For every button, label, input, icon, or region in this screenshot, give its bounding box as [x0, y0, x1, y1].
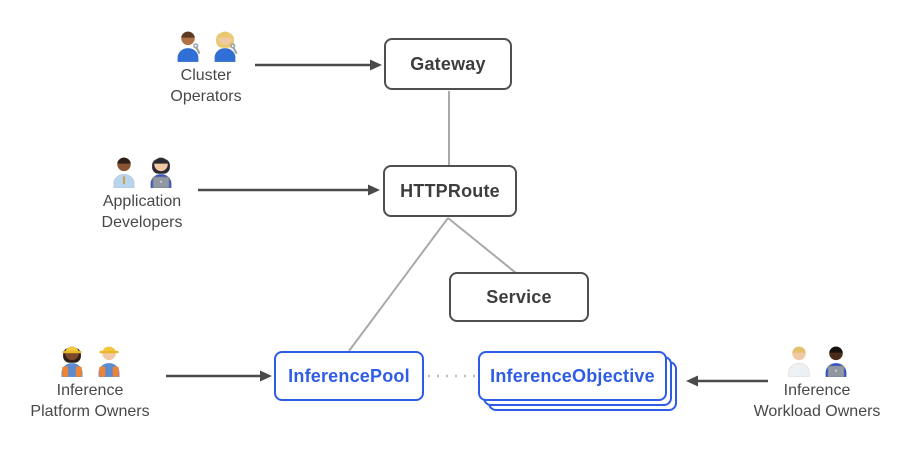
node-service: Service — [449, 272, 589, 322]
cluster-operators-icons — [126, 24, 286, 62]
edge-httproute-inferencepool — [348, 217, 449, 352]
person-technologist-icon — [821, 341, 851, 377]
edge-platformowners-inferencepool — [166, 370, 272, 382]
application-developers-label: Application Developers — [101, 193, 183, 231]
man-construction-worker-icon — [94, 341, 124, 377]
health-worker-icon — [784, 341, 814, 377]
node-httproute-label: HTTPRoute — [400, 180, 500, 201]
inference-platform-owners-label: Inference Platform Owners — [30, 382, 150, 420]
woman-technologist-icon — [146, 152, 176, 188]
actor-inference-platform-owners: Inference Platform Owners — [10, 339, 170, 422]
node-inference-pool-label: InferencePool — [288, 365, 410, 386]
node-gateway: Gateway — [384, 38, 512, 90]
edge-httproute-service — [447, 217, 517, 274]
inference-workload-owners-label: Inference Workload Owners — [753, 382, 881, 420]
woman-construction-worker-icon — [57, 341, 87, 377]
edge-workloadowners-inferenceobjective — [686, 375, 768, 387]
woman-mechanic-icon — [210, 26, 240, 62]
node-gateway-label: Gateway — [410, 53, 486, 74]
node-inference-objective: InferenceObjective — [478, 351, 677, 411]
man-office-worker-icon — [109, 152, 139, 188]
actor-application-developers: Application Developers — [62, 150, 222, 233]
node-service-label: Service — [486, 286, 552, 307]
application-developers-icons — [62, 150, 222, 188]
cluster-operators-label: Cluster Operators — [170, 67, 242, 105]
node-inference-pool: InferencePool — [274, 351, 424, 401]
edge-applicationdevelopers-httproute — [198, 184, 380, 196]
node-inference-objective-label: InferenceObjective — [490, 365, 655, 386]
edge-clusteroperators-gateway — [255, 59, 382, 71]
stack-layer-front: InferenceObjective — [478, 351, 667, 401]
actor-cluster-operators: Cluster Operators — [126, 24, 286, 107]
inference-workload-owners-icons — [737, 339, 897, 377]
node-httproute: HTTPRoute — [383, 165, 517, 217]
inference-platform-owners-icons — [10, 339, 170, 377]
man-mechanic-icon — [173, 26, 203, 62]
actor-inference-workload-owners: Inference Workload Owners — [737, 339, 897, 422]
